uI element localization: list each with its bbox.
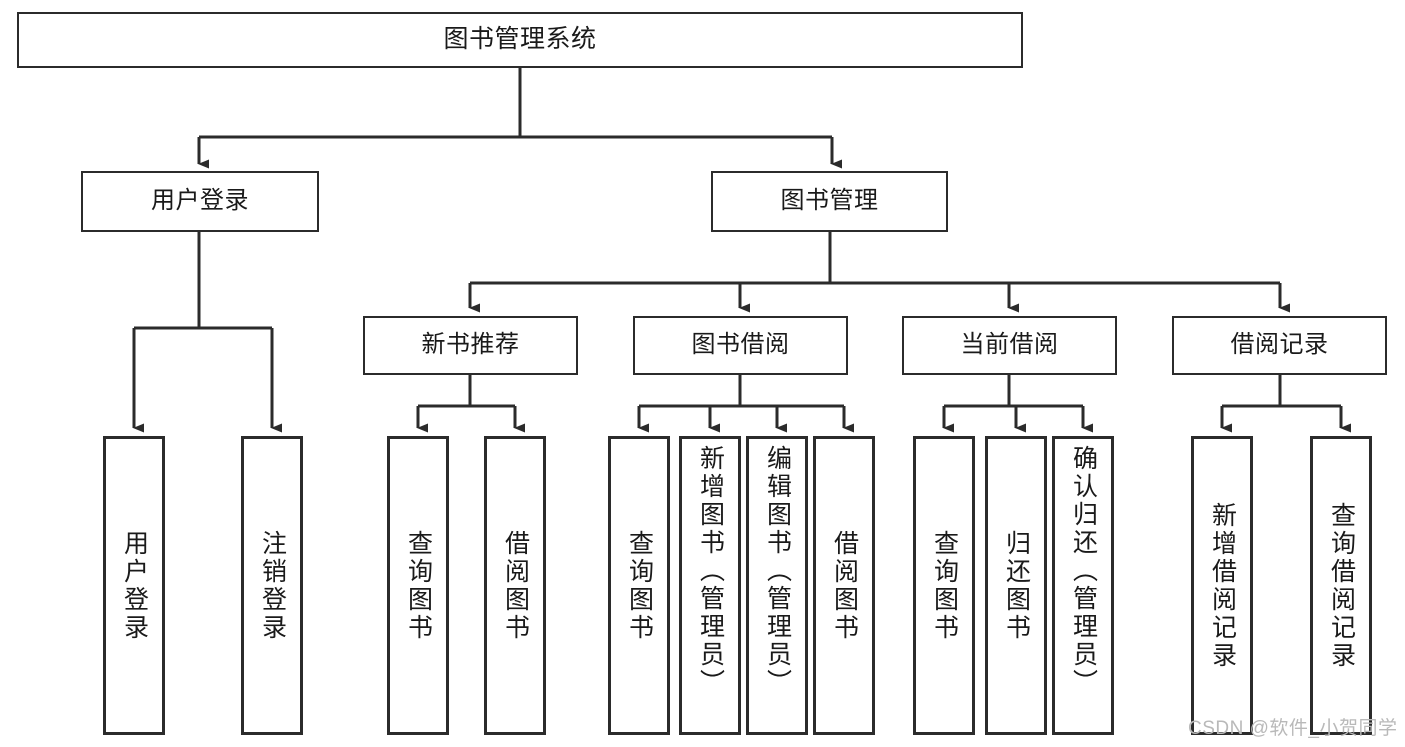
- node-leaf-query-book-current-label: 查询图书: [930, 529, 959, 642]
- connector-group-book-borrow-leaves: [637, 375, 854, 433]
- node-leaf-return-book[interactable]: 归还图书: [985, 436, 1047, 735]
- node-leaf-query-book-borrow[interactable]: 查询图书: [608, 436, 670, 735]
- node-new-book-recommend-label: 新书推荐: [421, 331, 520, 359]
- csdn-watermark: CSDN @软件_小贺同学: [1188, 718, 1398, 739]
- node-book-manage-label: 图书管理: [780, 187, 879, 215]
- node-new-book-recommend[interactable]: 新书推荐: [363, 316, 578, 375]
- node-current-borrow[interactable]: 当前借阅: [902, 316, 1117, 375]
- node-user-login-label: 用户登录: [151, 187, 249, 215]
- node-leaf-add-borrow-record[interactable]: 新增借阅记录: [1191, 436, 1253, 735]
- node-user-login[interactable]: 用户登录: [81, 171, 319, 232]
- node-leaf-edit-book-label: 编辑图书（管理员）: [763, 445, 792, 697]
- node-leaf-user-login[interactable]: 用户登录: [103, 436, 165, 735]
- node-leaf-borrow-book[interactable]: 借阅图书: [813, 436, 875, 735]
- connector-group-new-book-rec-leaves: [416, 375, 525, 433]
- node-leaf-confirm-return-label: 确认归还（管理员）: [1069, 445, 1098, 697]
- node-leaf-borrow-book-rec-label: 借阅图书: [501, 529, 530, 642]
- node-leaf-query-book-rec[interactable]: 查询图书: [387, 436, 449, 735]
- node-leaf-borrow-book-label: 借阅图书: [830, 529, 859, 642]
- node-root-system-label: 图书管理系统: [443, 25, 597, 54]
- node-leaf-user-login-label: 用户登录: [120, 529, 149, 642]
- node-book-manage[interactable]: 图书管理: [711, 171, 948, 232]
- node-leaf-logout-label: 注销登录: [258, 529, 287, 642]
- node-borrow-record[interactable]: 借阅记录: [1172, 316, 1387, 375]
- node-leaf-confirm-return[interactable]: 确认归还（管理员）: [1052, 436, 1114, 735]
- node-borrow-record-label: 借阅记录: [1230, 331, 1329, 359]
- node-leaf-query-book-rec-label: 查询图书: [404, 529, 433, 642]
- node-root-system[interactable]: 图书管理系统: [17, 12, 1023, 68]
- node-leaf-query-borrow-record-label: 查询借阅记录: [1327, 501, 1356, 670]
- node-leaf-add-book-label: 新增图书（管理员）: [696, 445, 725, 697]
- connector-group-current-borrow-leaves: [942, 375, 1093, 433]
- node-book-borrow[interactable]: 图书借阅: [633, 316, 848, 375]
- connector-group-book-manage: [468, 232, 1290, 313]
- node-leaf-query-book-borrow-label: 查询图书: [625, 529, 654, 642]
- node-current-borrow-label: 当前借阅: [960, 331, 1059, 359]
- connector-group-root: [197, 68, 842, 169]
- connector-group-user-login-leaves: [132, 232, 282, 433]
- node-leaf-edit-book[interactable]: 编辑图书（管理员）: [746, 436, 808, 735]
- node-leaf-return-book-label: 归还图书: [1002, 529, 1031, 642]
- node-book-borrow-label: 图书借阅: [691, 331, 790, 359]
- node-leaf-add-book[interactable]: 新增图书（管理员）: [679, 436, 741, 735]
- node-leaf-add-borrow-record-label: 新增借阅记录: [1208, 501, 1237, 670]
- node-leaf-query-book-current[interactable]: 查询图书: [913, 436, 975, 735]
- node-leaf-borrow-book-rec[interactable]: 借阅图书: [484, 436, 546, 735]
- node-leaf-logout[interactable]: 注销登录: [241, 436, 303, 735]
- node-leaf-query-borrow-record[interactable]: 查询借阅记录: [1310, 436, 1372, 735]
- connector-group-borrow-record-leaves: [1220, 375, 1351, 433]
